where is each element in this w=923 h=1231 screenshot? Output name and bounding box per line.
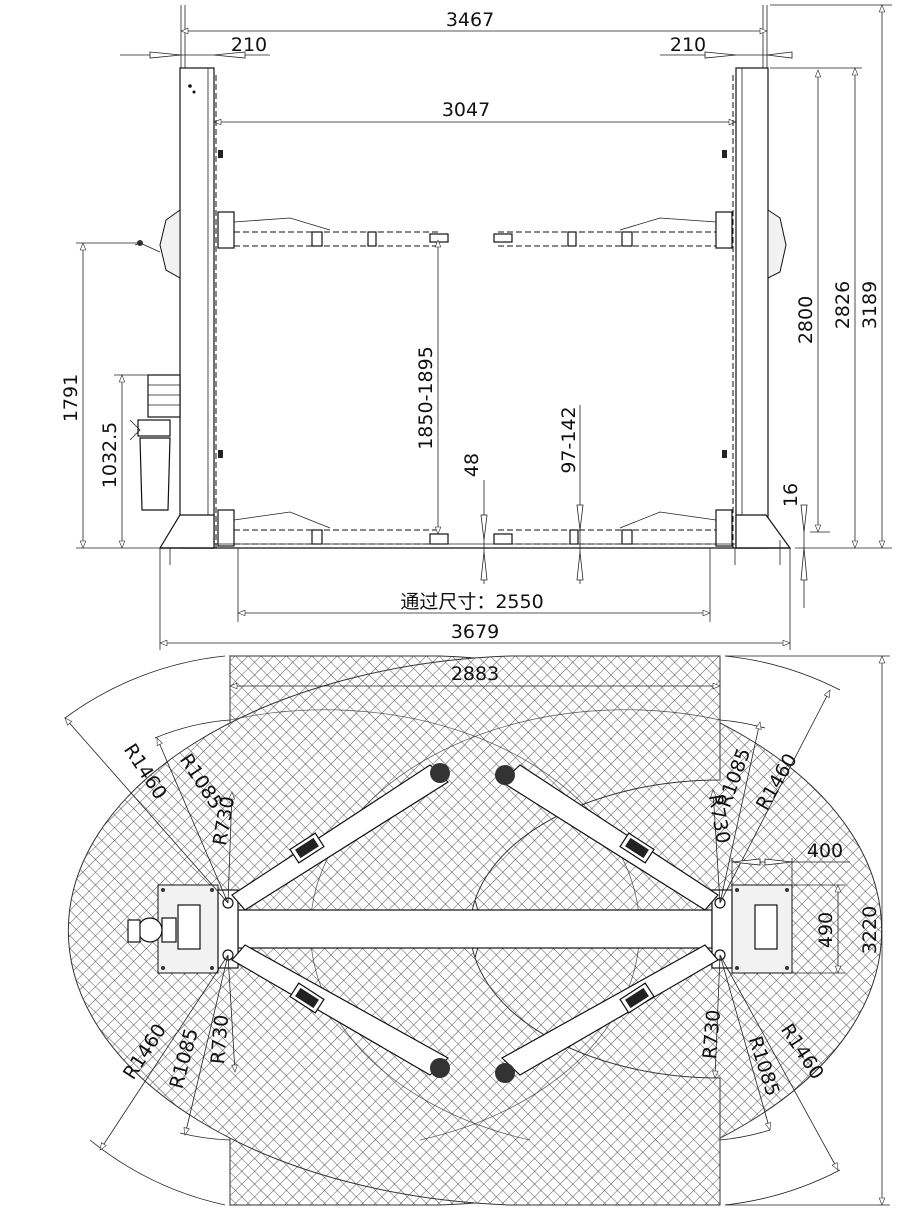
dim-base-width: 400 bbox=[807, 840, 843, 862]
label-r730-bottom-right: R730 bbox=[699, 1009, 725, 1060]
dim-floor-plate-height: 16 bbox=[780, 483, 802, 507]
dim-overall-depth: 3220 bbox=[859, 906, 881, 954]
central-beam bbox=[237, 909, 713, 949]
motor-pump bbox=[129, 374, 181, 511]
dim-height-2800: 2800 bbox=[795, 296, 817, 344]
left-column bbox=[179, 67, 215, 549]
right-base-plate bbox=[735, 514, 792, 549]
radius-leaders bbox=[64, 689, 839, 1171]
dim-pad-adjust-range: 97-142 bbox=[558, 406, 580, 473]
dim-drive-through: 通过尺寸：2550 bbox=[400, 591, 543, 613]
dim-arm-sweep-width: 2883 bbox=[451, 663, 499, 685]
left-bracket bbox=[159, 209, 181, 279]
dim-motor-height: 1032.5 bbox=[99, 422, 121, 488]
right-column bbox=[735, 67, 769, 549]
arc-r1460-right-bottom bbox=[724, 1169, 841, 1206]
dim-overall-height: 3189 bbox=[859, 281, 881, 329]
arc-r1460-left-top bbox=[64, 655, 226, 719]
label-r730-bottom-left: R730 bbox=[207, 1014, 233, 1065]
arc-r1085-left-top bbox=[154, 719, 231, 739]
arc-r1460-right-top bbox=[724, 655, 841, 691]
swing-arms bbox=[231, 763, 719, 1083]
front-elevation: 3467 210 210 3047 bbox=[60, 4, 892, 650]
dim-handle-height: 1791 bbox=[60, 374, 82, 422]
plan-view: R1460 R1085 R730 R1460 R1085 R730 R730 R… bbox=[64, 654, 890, 1207]
dim-inner-width: 3047 bbox=[442, 99, 490, 121]
dim-column-offset-left: 210 bbox=[231, 34, 267, 56]
left-base-plate bbox=[158, 514, 215, 549]
dim-column-offset-right: 210 bbox=[670, 34, 706, 56]
lower-arms bbox=[217, 509, 733, 547]
plan-motor-pump bbox=[127, 917, 177, 943]
dim-lift-height-range: 1850-1895 bbox=[415, 346, 437, 450]
dim-min-pad-height: 48 bbox=[461, 453, 483, 477]
right-bracket bbox=[767, 209, 787, 279]
dim-base-depth: 490 bbox=[815, 912, 837, 948]
dim-overall-width-top: 3467 bbox=[446, 9, 494, 31]
upper-arms bbox=[217, 211, 733, 249]
dim-overall-base-width: 3679 bbox=[451, 621, 499, 643]
dim-height-2826: 2826 bbox=[832, 281, 854, 329]
arc-r1460-left-bottom bbox=[89, 1139, 226, 1206]
